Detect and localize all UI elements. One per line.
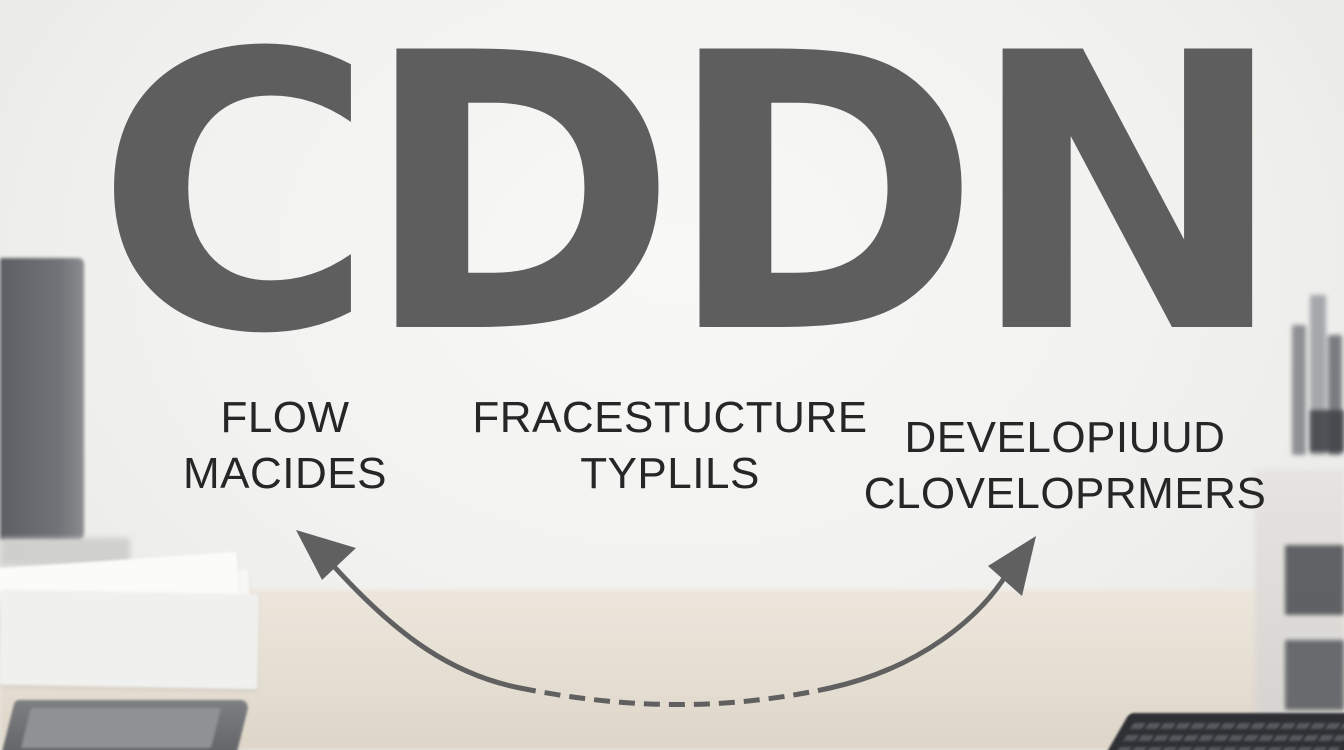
connector-middle-dashed: [519, 685, 831, 707]
book: [1292, 325, 1306, 455]
arrowhead-left-icon: [296, 530, 356, 580]
shelf-box: [1285, 640, 1344, 710]
background-monitor: [0, 258, 84, 540]
shelf-box: [1310, 410, 1344, 452]
label-left-line-1: FLOW: [220, 393, 350, 442]
label-middle-line-1: FRACESTUCTURE: [472, 393, 868, 442]
shelf-box: [1285, 545, 1344, 615]
connector-right-solid: [827, 569, 1011, 691]
label-left-line-2: MACIDES: [183, 449, 387, 498]
label-right: DEVELOPIUUD CLOVELOPRMERS: [855, 410, 1275, 522]
main-title: CDDN: [95, 0, 1287, 418]
label-middle: FRACESTUCTURE TYPLILS: [470, 390, 870, 502]
label-right-line-1: DEVELOPIUUD: [904, 413, 1226, 462]
connector-left-solid: [327, 559, 523, 691]
arrowhead-right-icon: [988, 536, 1036, 596]
label-middle-line-2: TYPLILS: [580, 449, 760, 498]
label-left: FLOW MACIDES: [150, 390, 420, 502]
label-right-line-2: CLOVELOPRMERS: [863, 469, 1267, 518]
